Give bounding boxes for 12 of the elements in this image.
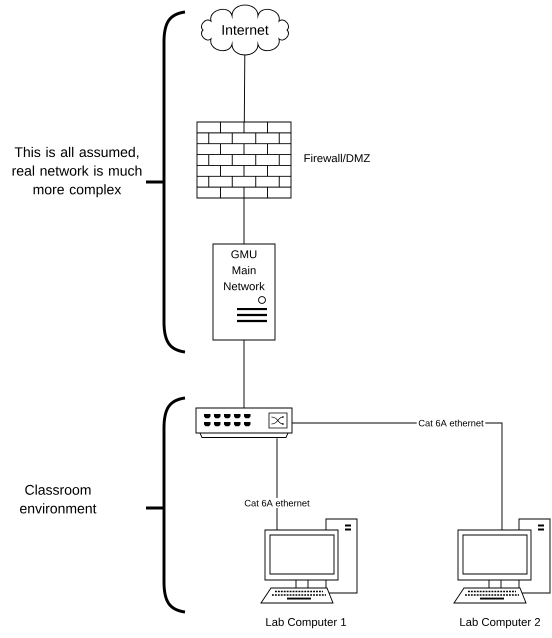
node-caption: Lab Computer 2 bbox=[460, 618, 540, 628]
edge-label: Cat 6A ethernet bbox=[416, 418, 486, 428]
node-caption: Firewall/DMZ bbox=[304, 154, 370, 162]
server-box: GMU Main Network bbox=[212, 244, 276, 340]
note-text: This is all assumed, real network is much more complex bbox=[12, 146, 142, 198]
network-switch-icon bbox=[196, 408, 292, 438]
note-text: Classroom environment bbox=[20, 484, 96, 514]
connector-line bbox=[244, 54, 246, 122]
edge-label: Cat 6A ethernet bbox=[242, 498, 312, 508]
connector-line bbox=[276, 438, 278, 530]
brick-wall-icon bbox=[196, 122, 292, 198]
node-caption: Lab Computer 1 bbox=[266, 618, 346, 628]
